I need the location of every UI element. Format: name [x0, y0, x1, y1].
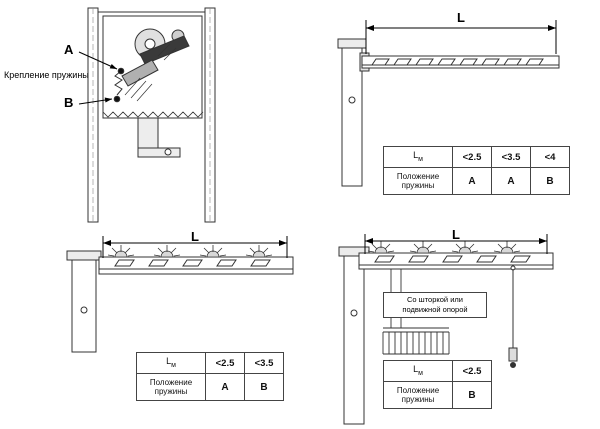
spring-position-value: A: [205, 373, 245, 401]
length-column: <4: [530, 146, 570, 168]
dim-label-top-right: L: [457, 10, 465, 25]
post-keyhole: [81, 307, 87, 313]
post-body: [342, 48, 362, 186]
spring-position-value: B: [244, 373, 284, 401]
arm-lower-lip: [99, 269, 293, 274]
post-body: [344, 256, 364, 424]
table-header-lm: Lм: [136, 352, 206, 374]
length-column: <2.5: [452, 360, 492, 382]
table-header-lm: Lм: [383, 360, 453, 382]
movable-support-cord: [509, 266, 517, 368]
dimension-l: [103, 236, 287, 258]
spring-coil: [115, 71, 122, 95]
post-keyhole: [349, 97, 355, 103]
spring-mechanism: [103, 29, 203, 157]
callout-a: A: [64, 42, 74, 57]
panel-boom-plain: [330, 8, 596, 208]
post-keyhole: [351, 310, 357, 316]
arm-lower-lip: [359, 265, 553, 269]
balance-arm-light: [122, 60, 158, 86]
dim-label-bottom-left: L: [191, 229, 199, 244]
table-header-lm: Lм: [383, 146, 453, 168]
post-cap: [338, 39, 366, 48]
length-column: <3.5: [244, 352, 284, 374]
spring-position-value: A: [452, 167, 492, 195]
break-line: [103, 112, 203, 117]
arm-slots: [372, 59, 543, 65]
spring-position-value: A: [491, 167, 531, 195]
arm-slots: [375, 256, 530, 262]
length-column: <2.5: [452, 146, 492, 168]
post-body: [72, 260, 96, 352]
curtain: [383, 269, 449, 354]
spring-anchor-a: [118, 68, 124, 74]
balance-arm-dark: [140, 36, 189, 64]
callout-b: B: [64, 95, 74, 110]
spec-table-top-right: Lм <2.5 <3.5 <4 Положение пружины A A B: [383, 146, 570, 195]
spec-table-bottom-right: Lм <2.5 Положение пружины B: [383, 360, 492, 409]
curtain-note: Со шторкой или подвижной опорой: [383, 292, 487, 318]
lower-bracket-vertical: [138, 118, 158, 148]
arm-lamps: [107, 244, 273, 258]
row-label-spring-position: Положение пружины: [136, 373, 206, 401]
row-label-spring-position: Положение пружины: [383, 167, 453, 195]
row-label-spring-position: Положение пружины: [383, 381, 453, 409]
arm-slots: [115, 260, 270, 266]
spring-anchor-b: [114, 96, 120, 102]
dim-label-bottom-right: L: [452, 227, 460, 242]
length-column: <2.5: [205, 352, 245, 374]
spring-position-value: B: [530, 167, 570, 195]
callout-leaders: [79, 52, 117, 104]
dimension-l: [365, 234, 547, 254]
panel-spring-attachment-detail: [0, 0, 300, 228]
spec-table-bottom-left: Lм <2.5 <3.5 Положение пружины A B: [136, 352, 284, 401]
dimension-l: [366, 20, 556, 54]
post-cap: [67, 251, 101, 260]
spring-position-value: B: [452, 381, 492, 409]
bracket-roller: [165, 149, 171, 155]
panel-boom-curtain: [335, 228, 597, 428]
length-column: <3.5: [491, 146, 531, 168]
spring-attachment-caption: Крепление пружины: [4, 70, 89, 80]
panel-boom-lights: [55, 230, 305, 355]
lower-bracket-foot: [138, 148, 180, 157]
arm-lamps: [367, 240, 521, 254]
